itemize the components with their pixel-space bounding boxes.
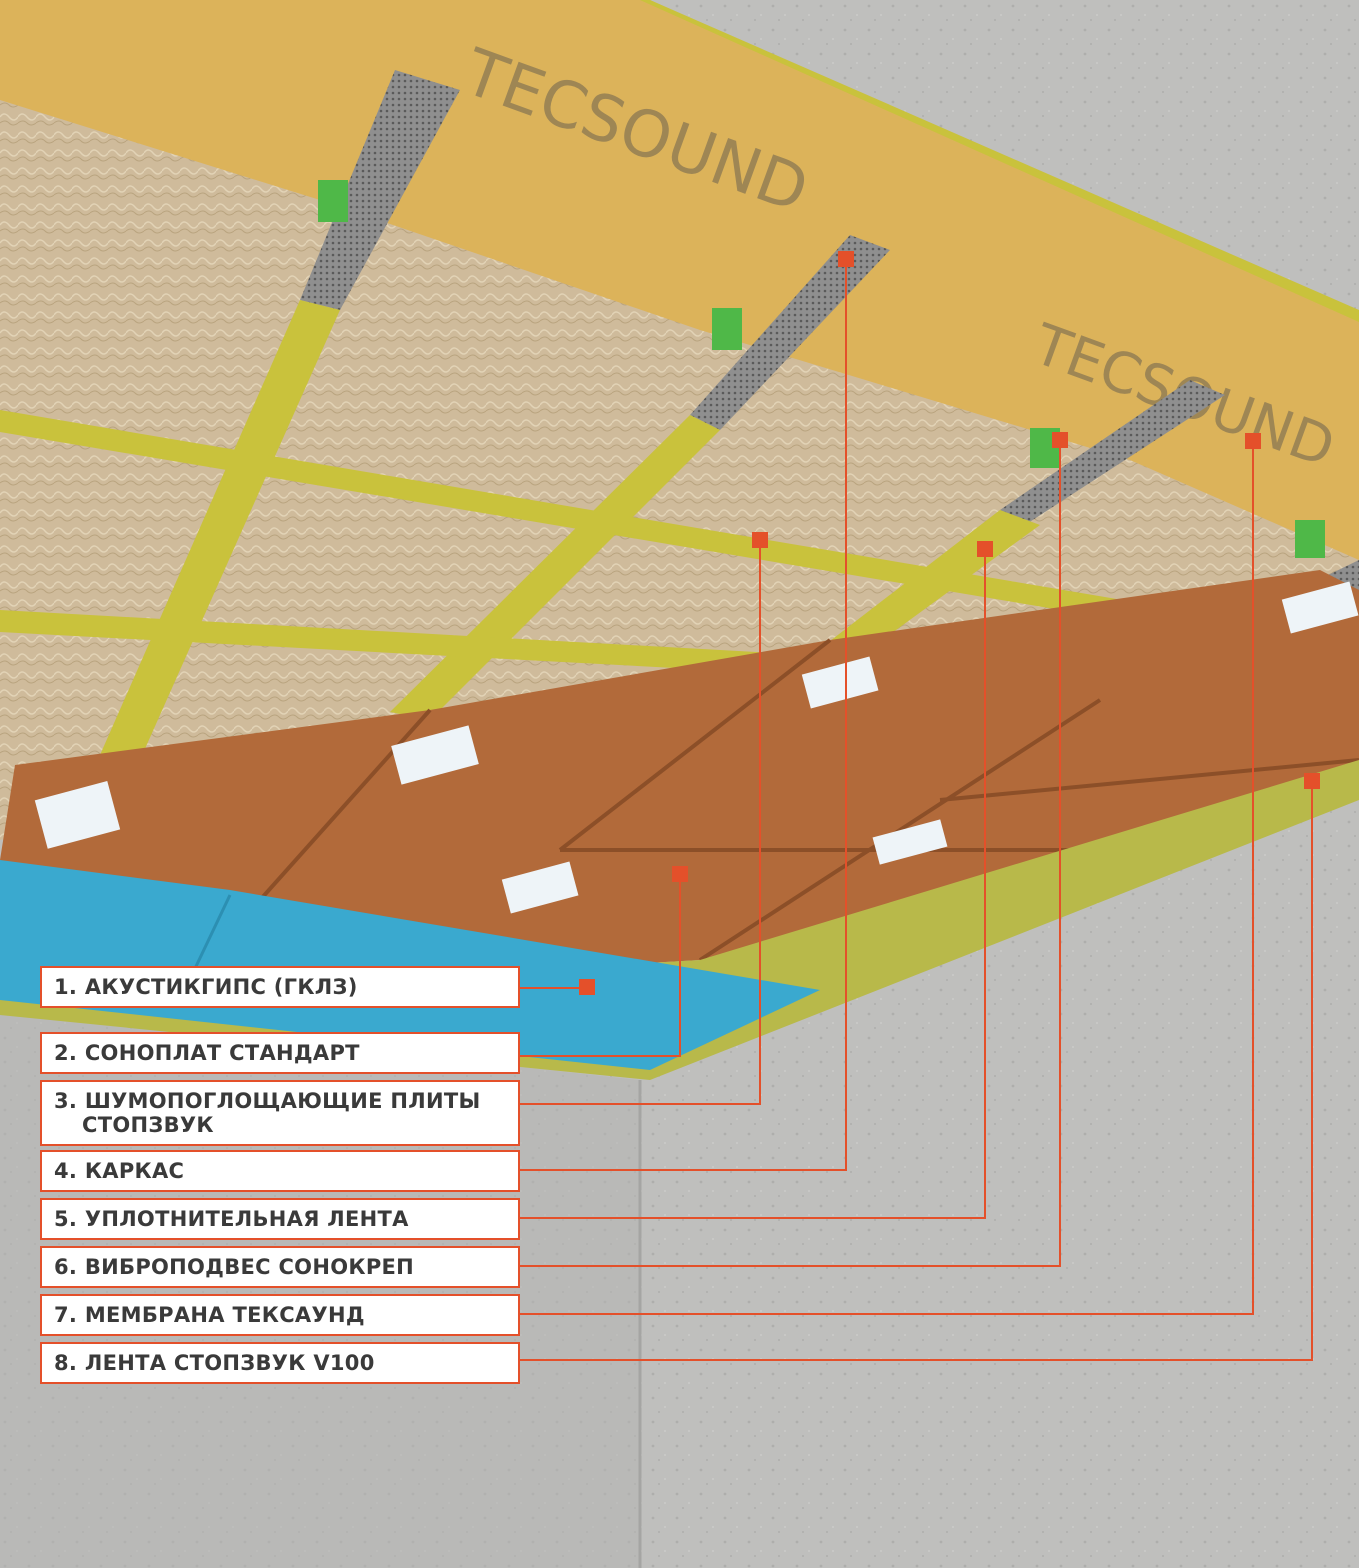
label-text: КАРКАС <box>84 1159 185 1183</box>
membrane-edge <box>640 0 1359 322</box>
label-text: АКУСТИКГИПС (ГКЛЗ) <box>84 975 358 999</box>
label-number: 6. <box>54 1255 78 1279</box>
label-number: 1. <box>54 975 78 999</box>
label-number: 5. <box>54 1207 78 1231</box>
label-text: УПЛОТНИТЕЛЬНАЯ ЛЕНТА <box>84 1207 409 1231</box>
sonoplat-standard <box>0 570 1359 1000</box>
label-text: ВИБРОПОДВЕС СОНОКРЕП <box>84 1255 415 1279</box>
label-sealing-tape: 5. УПЛОТНИТЕЛЬНАЯ ЛЕНТА <box>40 1198 520 1240</box>
label-text-line2: СТОПЗВУК <box>82 1113 214 1137</box>
sonoplat-stickers <box>34 581 1359 914</box>
leader-markers <box>579 251 1320 995</box>
label-text: СОНОПЛАТ СТАНДАРТ <box>84 1041 360 1065</box>
label-frame: 4. КАРКАС <box>40 1150 520 1192</box>
label-number: 3. <box>54 1089 78 1113</box>
label-acoustic-gypsum: 1. АКУСТИКГИПС (ГКЛЗ) <box>40 966 520 1008</box>
label-absorbing-plates: 3. ШУМОПОГЛОЩАЮЩИЕ ПЛИТЫ СТОПЗВУК <box>40 1080 520 1146</box>
acoustic-gypsum <box>0 860 820 1070</box>
label-number: 7. <box>54 1303 78 1327</box>
left-wall <box>0 1010 640 1568</box>
label-sonoplat-standard: 2. СОНОПЛАТ СТАНДАРТ <box>40 1032 520 1074</box>
label-tape-v100: 8. ЛЕНТА СТОПЗВУК V100 <box>40 1342 520 1384</box>
label-membrane: 7. МЕМБРАНА ТЕКСАУНД <box>40 1294 520 1336</box>
label-text: ШУМОПОГЛОЩАЮЩИЕ ПЛИТЫ <box>84 1089 481 1113</box>
leader-lines <box>520 260 1313 1361</box>
label-text: ЛЕНТА СТОПЗВУК V100 <box>84 1351 375 1375</box>
label-number: 4. <box>54 1159 78 1183</box>
label-number: 2. <box>54 1041 78 1065</box>
label-number: 8. <box>54 1351 78 1375</box>
sealing-tape-grid <box>0 300 1359 760</box>
label-vibro-hanger: 6. ВИБРОПОДВЕС СОНОКРЕП <box>40 1246 520 1288</box>
label-text: МЕМБРАНА ТЕКСАУНД <box>84 1303 365 1327</box>
